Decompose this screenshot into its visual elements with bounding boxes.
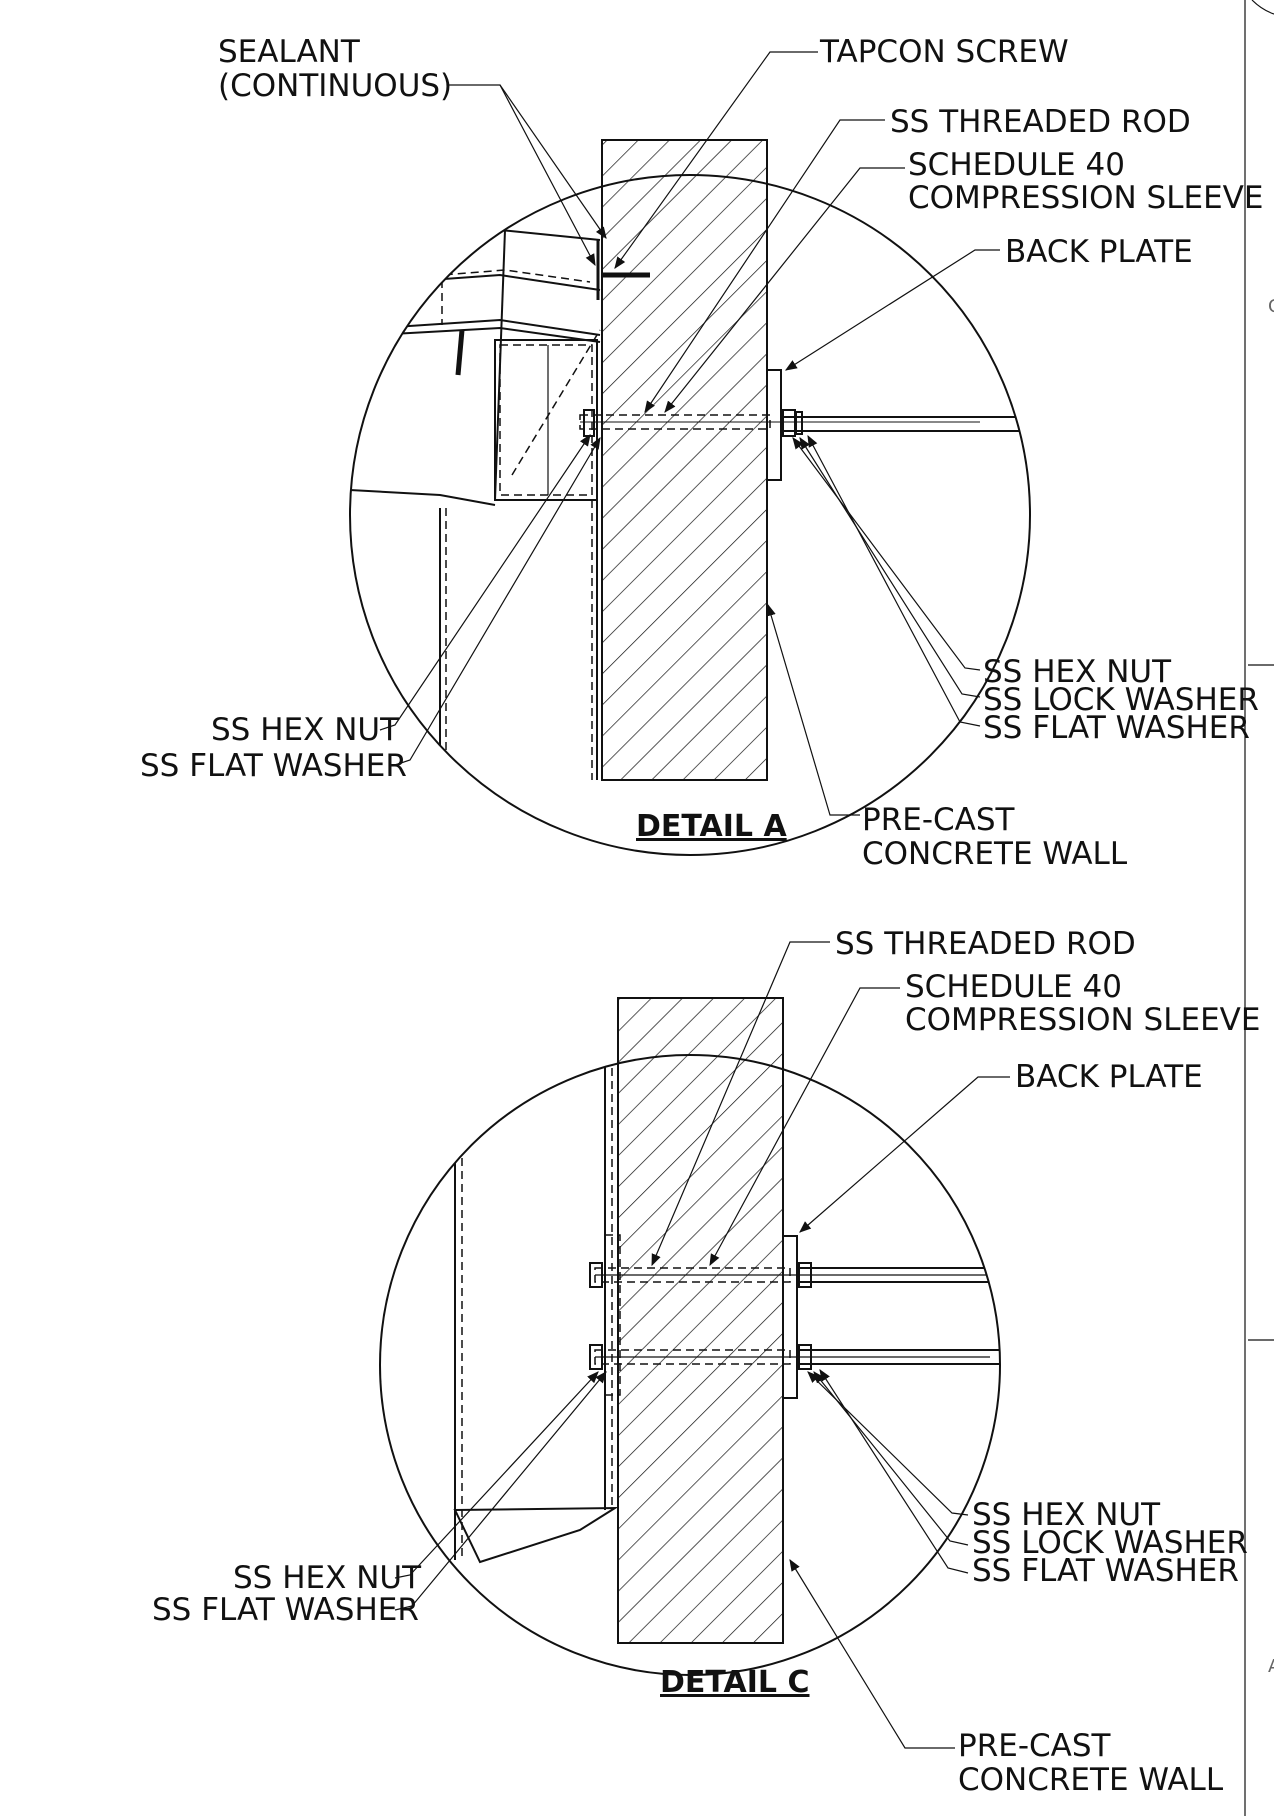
label-concrete-wall: CONCRETE WALL	[862, 836, 1128, 872]
label-c-lock-washer-right: SS LOCK WASHER	[972, 1525, 1248, 1561]
label-threaded-rod: SS THREADED ROD	[890, 104, 1191, 140]
label-c-hex-nut-left: SS HEX NUT	[233, 1560, 422, 1596]
label-sleeve-schedule: SCHEDULE 40	[908, 147, 1125, 183]
label-hex-nut-left: SS HEX NUT	[211, 712, 400, 748]
sheet-border: C A	[1244, 0, 1274, 1816]
detail-c-concrete-wall	[617, 997, 784, 1644]
label-c-concrete-wall: CONCRETE WALL	[958, 1762, 1224, 1798]
detail-c-leaders	[394, 941, 1010, 1749]
detail-c-title: DETAIL C	[660, 1665, 810, 1700]
label-flat-washer-right: SS FLAT WASHER	[983, 710, 1250, 746]
label-hex-nut-right: SS HEX NUT	[983, 654, 1172, 690]
label-tapcon-screw: TAPCON SCREW	[819, 34, 1069, 70]
label-sleeve-compression: COMPRESSION SLEEVE	[908, 180, 1263, 216]
label-c-flat-washer-left: SS FLAT WASHER	[152, 1592, 419, 1628]
detail-a-title: DETAIL A	[636, 809, 787, 844]
detail-a-concrete-wall	[601, 139, 768, 781]
label-c-back-plate: BACK PLATE	[1015, 1059, 1203, 1095]
label-back-plate: BACK PLATE	[1005, 234, 1193, 270]
detail-a: SEALANT (CONTINUOUS) TAPCON SCREW SS THR…	[140, 34, 1263, 872]
label-flat-washer-left: SS FLAT WASHER	[140, 748, 407, 784]
detail-c: SS THREADED ROD SCHEDULE 40 COMPRESSION …	[152, 926, 1260, 1798]
detail-a-labels: SEALANT (CONTINUOUS) TAPCON SCREW SS THR…	[140, 34, 1263, 872]
label-c-sleeve-schedule: SCHEDULE 40	[905, 969, 1122, 1005]
edge-mark-c: C	[1268, 296, 1274, 317]
label-precast: PRE-CAST	[862, 802, 1016, 838]
label-lock-washer-right: SS LOCK WASHER	[983, 682, 1259, 718]
label-c-sleeve-compression: COMPRESSION SLEEVE	[905, 1002, 1260, 1038]
label-c-hex-nut-right: SS HEX NUT	[972, 1497, 1161, 1533]
detail-a-leaders	[379, 51, 1000, 816]
label-sealant: SEALANT	[218, 34, 361, 70]
label-sealant-continuous: (CONTINUOUS)	[218, 68, 452, 104]
edge-mark-a: A	[1268, 1656, 1274, 1677]
detail-c-labels: SS THREADED ROD SCHEDULE 40 COMPRESSION …	[152, 926, 1260, 1798]
label-c-threaded-rod: SS THREADED ROD	[835, 926, 1136, 962]
label-c-precast: PRE-CAST	[958, 1728, 1112, 1764]
label-c-flat-washer-right: SS FLAT WASHER	[972, 1553, 1239, 1589]
